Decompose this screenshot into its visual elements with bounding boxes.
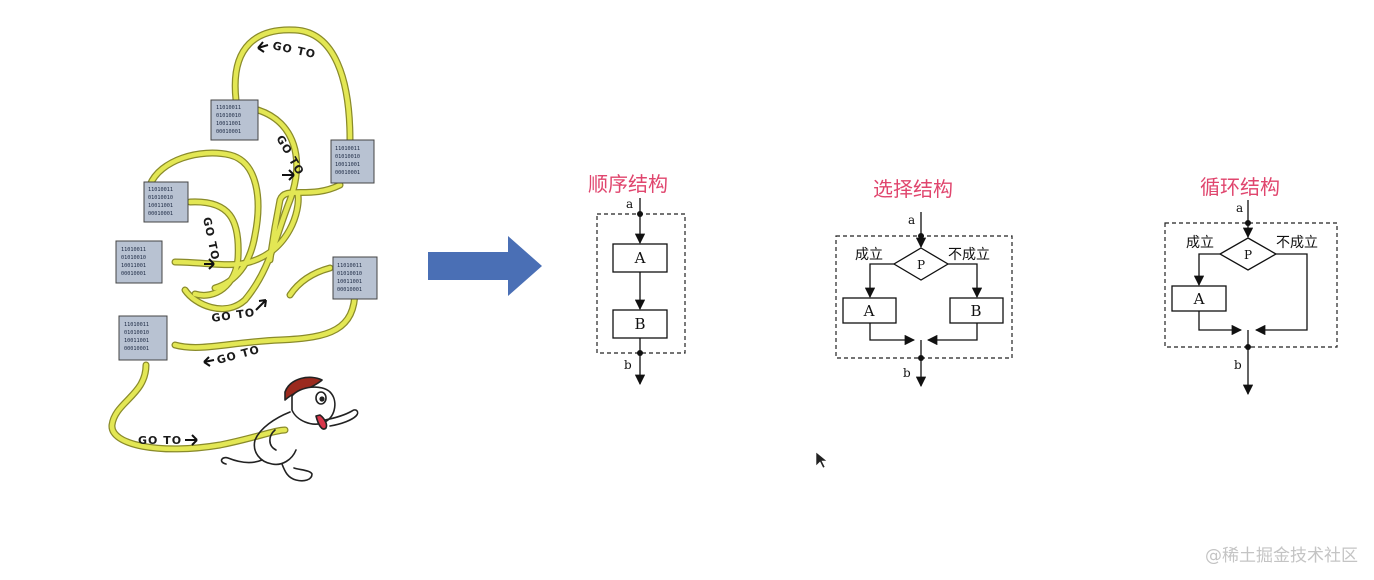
selection-structure-diagram: 选择结构 a P 成立 不成立 A B b — [835, 177, 1013, 388]
svg-text:11010011: 11010011 — [337, 263, 362, 269]
code-block: 11010011 01010010 10011001 00010001 — [210, 99, 259, 141]
svg-text:GO TO: GO TO — [200, 216, 222, 262]
code-block: 11010011 01010010 10011001 00010001 — [332, 256, 378, 300]
svg-text:01010010: 01010010 — [124, 330, 149, 336]
loop-structure-diagram: 循环结构 a P 成立 不成立 A b — [1164, 175, 1338, 396]
goto-label: GO TO — [257, 39, 317, 61]
selection-exit-label: b — [903, 366, 911, 380]
svg-text:00010001: 00010001 — [337, 287, 362, 293]
sequence-structure-diagram: 顺序结构 a A B b — [588, 172, 686, 386]
loop-entry-label: a — [1236, 201, 1243, 215]
svg-text:00010001: 00010001 — [216, 129, 241, 135]
code-block: 11010011 01010010 10011001 00010001 — [143, 181, 189, 223]
svg-text:A: A — [863, 302, 875, 320]
svg-text:00010001: 00010001 — [124, 346, 149, 352]
mouse-cursor-icon — [815, 451, 828, 469]
selection-true-label: 成立 — [855, 247, 883, 263]
svg-text:GO TO: GO TO — [138, 434, 182, 447]
svg-text:11010011: 11010011 — [148, 187, 173, 193]
svg-text:01010010: 01010010 — [335, 154, 360, 160]
selection-title: 选择结构 — [873, 177, 953, 201]
svg-text:01010010: 01010010 — [148, 195, 173, 201]
watermark: @稀土掘金技术社区 — [1205, 546, 1358, 566]
loop-exit-label: b — [1234, 358, 1242, 372]
svg-text:GO TO: GO TO — [211, 306, 256, 325]
svg-text:A: A — [634, 249, 646, 267]
svg-text:00010001: 00010001 — [335, 170, 360, 176]
svg-text:P: P — [917, 258, 925, 272]
svg-text:10011001: 10011001 — [216, 121, 241, 127]
loop-condition-diamond — [1218, 237, 1278, 271]
svg-text:00010001: 00010001 — [121, 271, 146, 277]
goto-wires — [108, 26, 359, 453]
goto-label: GO TO — [211, 299, 267, 325]
svg-text:GO TO: GO TO — [271, 39, 317, 61]
selection-entry-label: a — [908, 213, 915, 227]
loop-true-label: 成立 — [1186, 235, 1214, 251]
sequence-title: 顺序结构 — [588, 172, 668, 196]
svg-text:10011001: 10011001 — [121, 263, 146, 269]
svg-text:10011001: 10011001 — [124, 338, 149, 344]
svg-text:10011001: 10011001 — [337, 279, 362, 285]
svg-text:10011001: 10011001 — [148, 203, 173, 209]
svg-text:11010011: 11010011 — [216, 105, 241, 111]
selection-false-label: 不成立 — [948, 247, 990, 263]
svg-text:01010010: 01010010 — [337, 271, 362, 277]
loop-title: 循环结构 — [1200, 175, 1280, 199]
code-block: 11010011 01010010 10011001 00010001 — [118, 315, 168, 361]
goto-label: GO TO — [138, 434, 198, 447]
svg-text:11010011: 11010011 — [124, 322, 149, 328]
running-programmer-illustration — [220, 376, 359, 482]
sequence-entry-label: a — [626, 197, 633, 211]
spaghetti-code-illustration: 11010011 01010010 10011001 00010001 1101… — [108, 26, 378, 482]
code-block: 11010011 01010010 10011001 00010001 — [330, 139, 375, 184]
svg-text:B: B — [634, 315, 645, 333]
transition-arrow — [428, 236, 542, 296]
selection-condition-diamond — [892, 247, 950, 281]
svg-text:00010001: 00010001 — [148, 211, 173, 217]
svg-text:10011001: 10011001 — [335, 162, 360, 168]
svg-text:01010010: 01010010 — [121, 255, 146, 261]
loop-box-a — [1171, 285, 1227, 312]
loop-false-label: 不成立 — [1276, 235, 1318, 251]
svg-text:P: P — [1244, 248, 1252, 262]
svg-text:A: A — [1193, 290, 1205, 308]
svg-text:01010010: 01010010 — [216, 113, 241, 119]
svg-text:11010011: 11010011 — [335, 146, 360, 152]
svg-text:B: B — [970, 302, 981, 320]
code-block: 11010011 01010010 10011001 00010001 — [115, 240, 163, 284]
sequence-exit-label: b — [624, 358, 632, 372]
svg-text:11010011: 11010011 — [121, 247, 146, 253]
sequence-box-a — [612, 243, 668, 273]
